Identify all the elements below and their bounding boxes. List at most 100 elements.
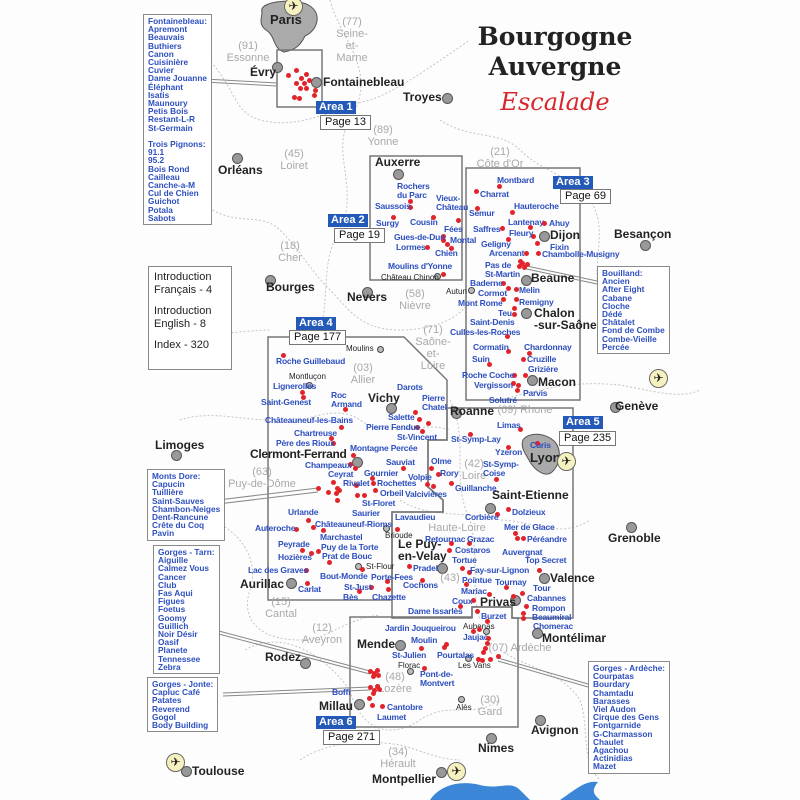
crag-marker[interactable]: [514, 387, 520, 393]
crag-marker[interactable]: [301, 80, 307, 86]
crag-label[interactable]: Auvergnat: [502, 547, 543, 557]
crag-marker[interactable]: [330, 479, 336, 485]
crag-marker[interactable]: [495, 653, 501, 659]
crag-marker[interactable]: [470, 597, 476, 603]
crag-marker[interactable]: [466, 569, 472, 575]
crag-marker[interactable]: [535, 250, 541, 256]
crag-marker[interactable]: [467, 431, 473, 437]
crag-marker[interactable]: [326, 559, 332, 565]
crag-marker[interactable]: [440, 271, 446, 277]
crag-marker[interactable]: [430, 214, 436, 220]
crag-marker[interactable]: [522, 372, 528, 378]
crag-label[interactable]: Puy de la Torte: [321, 542, 379, 552]
crag-marker[interactable]: [374, 667, 380, 673]
crag-marker[interactable]: [494, 511, 500, 517]
crag-label[interactable]: Corbière: [465, 512, 499, 522]
crag-label[interactable]: Beaumiral: [532, 612, 572, 622]
crag-label[interactable]: Champeaux: [305, 460, 352, 470]
crag-marker[interactable]: [311, 92, 317, 98]
crag-label[interactable]: Moulins d'Yonne: [388, 261, 453, 271]
crag-marker[interactable]: [511, 311, 517, 317]
crag-marker[interactable]: [361, 492, 367, 498]
crag-marker[interactable]: [353, 482, 359, 488]
crag-marker[interactable]: [463, 581, 469, 587]
crag-marker[interactable]: [298, 75, 304, 81]
area-4-tag[interactable]: Area 4: [296, 317, 336, 330]
crag-label[interactable]: Teu: [498, 308, 512, 318]
crag-marker[interactable]: [300, 394, 306, 400]
crag-marker[interactable]: [448, 540, 454, 546]
crag-label[interactable]: Chambolle-Musigny: [542, 249, 620, 259]
crag-label[interactable]: Dame Issarlès: [408, 606, 463, 616]
area-3-page[interactable]: Page 69: [560, 189, 611, 204]
crag-marker[interactable]: [474, 608, 480, 614]
crag-label[interactable]: St-Julien: [392, 650, 427, 660]
crag-label[interactable]: Salette: [388, 412, 415, 422]
area-6-page[interactable]: Page 271: [323, 730, 381, 745]
crag-label[interactable]: Suin: [472, 354, 490, 364]
index-link[interactable]: Index - 320: [154, 339, 210, 351]
crag-label[interactable]: Semur: [469, 208, 495, 218]
crag-label[interactable]: Saffres: [473, 224, 501, 234]
crag-marker[interactable]: [416, 416, 422, 422]
area-5-page[interactable]: Page 235: [559, 431, 617, 446]
crag-marker[interactable]: [475, 656, 481, 662]
crag-label[interactable]: Charrat: [480, 189, 509, 199]
crag-label[interactable]: Fixin: [550, 242, 569, 252]
crag-label[interactable]: Curis: [530, 440, 551, 450]
crag-marker[interactable]: [457, 603, 463, 609]
crag-label[interactable]: Sauviat: [386, 457, 415, 467]
crag-marker[interactable]: [406, 563, 412, 569]
crag-label[interactable]: Yzeron: [495, 447, 523, 457]
crag-label[interactable]: Laumet: [377, 712, 407, 722]
crag-label[interactable]: Pas de St-Martin: [485, 260, 521, 279]
crag-marker[interactable]: [369, 702, 375, 708]
crag-marker[interactable]: [310, 524, 316, 530]
area-6-tag[interactable]: Area 6: [316, 716, 356, 729]
crag-label[interactable]: Saint-Denis: [470, 317, 515, 327]
crag-marker[interactable]: [517, 426, 523, 432]
crag-marker[interactable]: [435, 471, 441, 477]
crag-marker[interactable]: [352, 465, 358, 471]
crag-label[interactable]: Peyrade: [278, 539, 310, 549]
crag-marker[interactable]: [515, 382, 521, 388]
crag-label[interactable]: Roche Coche: [462, 370, 515, 380]
crag-label[interactable]: Marchastel: [320, 532, 363, 542]
crag-label[interactable]: Parvis: [523, 388, 548, 398]
crag-label[interactable]: Pointue: [462, 575, 492, 585]
crag-label[interactable]: Lignerolles: [273, 381, 317, 391]
crag-marker[interactable]: [459, 565, 465, 571]
crag-marker[interactable]: [304, 580, 310, 586]
crag-label[interactable]: Moulin: [411, 635, 438, 645]
crag-marker[interactable]: [521, 264, 527, 270]
crag-label[interactable]: Roche Guillebaud: [276, 356, 346, 366]
crag-marker[interactable]: [487, 656, 493, 662]
crag-label[interactable]: Lantenay: [508, 217, 544, 227]
crag-marker[interactable]: [293, 67, 299, 73]
intro-english-link[interactable]: Introduction English - 8: [154, 305, 212, 330]
crag-marker[interactable]: [530, 233, 536, 239]
crag-marker[interactable]: [444, 241, 450, 247]
crag-label[interactable]: Jardin Jouqueirou: [385, 623, 456, 633]
crag-marker[interactable]: [414, 424, 420, 430]
crag-marker[interactable]: [509, 209, 515, 215]
crag-marker[interactable]: [370, 690, 376, 696]
crag-marker[interactable]: [500, 280, 506, 286]
crag-label[interactable]: Mont Rome: [458, 298, 503, 308]
crag-marker[interactable]: [385, 586, 391, 592]
crag-marker[interactable]: [505, 444, 511, 450]
crag-marker[interactable]: [511, 372, 517, 378]
crag-marker[interactable]: [299, 389, 305, 395]
crag-label[interactable]: Chien: [435, 248, 458, 258]
crag-marker[interactable]: [505, 236, 511, 242]
crag-label[interactable]: Saint-Genest: [261, 397, 312, 407]
intro-french-link[interactable]: Introduction Français - 4: [154, 271, 213, 296]
crag-marker[interactable]: [446, 547, 452, 553]
crag-marker[interactable]: [419, 428, 425, 434]
crag-label[interactable]: Culles-les-Roches: [450, 327, 521, 337]
crag-marker[interactable]: [303, 71, 309, 77]
crag-label[interactable]: Vergisson: [474, 380, 513, 390]
crag-marker[interactable]: [419, 577, 425, 583]
crag-marker[interactable]: [473, 188, 479, 194]
crag-marker[interactable]: [338, 424, 344, 430]
